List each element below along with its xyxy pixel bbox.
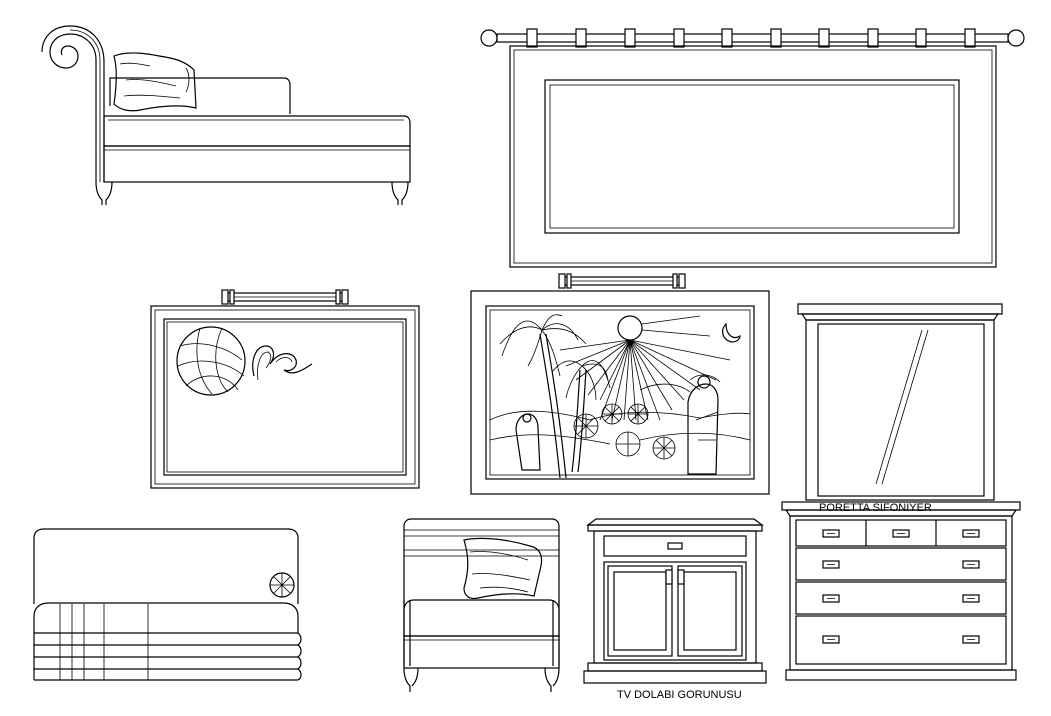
tv-cabinet: TV DOLABI GORUNUSU (583, 518, 767, 701)
armchair (403, 518, 560, 692)
framed-painting-desert (470, 273, 770, 495)
framed-painting-abstract (150, 289, 420, 489)
chaise-longue (41, 25, 411, 205)
curtain-panel (480, 28, 1025, 268)
bed-side-elevation (33, 528, 302, 681)
dresser: PORETTA SIFONIYER (781, 501, 1021, 681)
dresser-label: PORETTA SIFONIYER (819, 502, 932, 514)
wall-mirror (797, 303, 1003, 501)
tv-cabinet-label: TV DOLABI GORUNUSU (617, 689, 742, 701)
